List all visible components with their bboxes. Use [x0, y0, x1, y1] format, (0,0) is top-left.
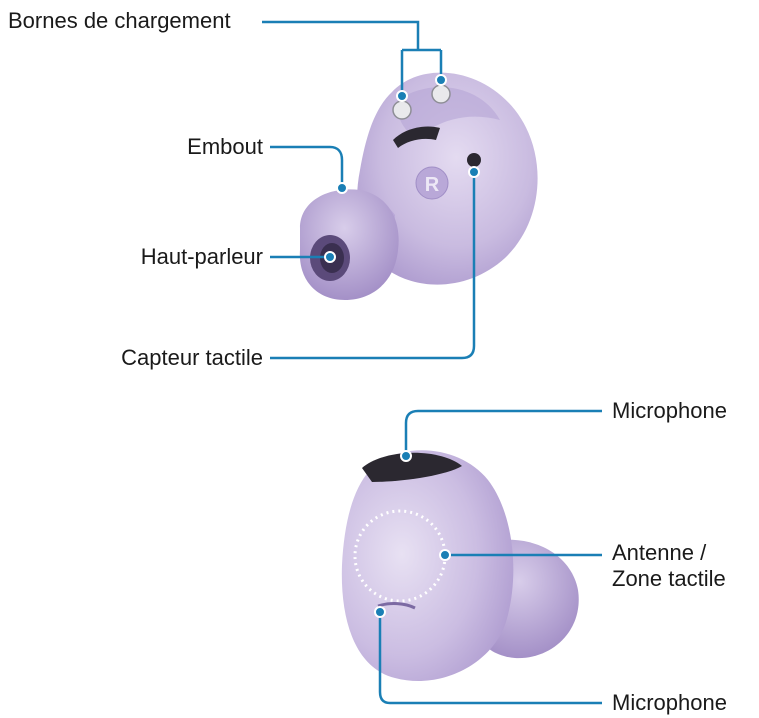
endpoint-antenna: [440, 550, 450, 560]
label-speaker: Haut-parleur: [141, 244, 263, 270]
charging-contact-left: [393, 101, 411, 119]
label-antenna-line2: Zone tactile: [612, 566, 726, 592]
endpoint-ear-tip: [337, 183, 347, 193]
label-antenna-line1: Antenne /: [612, 540, 726, 566]
earbud-top: R: [300, 73, 538, 300]
endpoint-charging-right: [436, 75, 446, 85]
label-microphone-top: Microphone: [612, 398, 727, 424]
r-badge-letter: R: [425, 174, 440, 196]
endpoint-mic-top: [401, 451, 411, 461]
earbud-bottom-shell: [342, 450, 514, 681]
earbud-bottom: [342, 450, 579, 681]
endpoint-speaker: [325, 252, 335, 262]
label-ear-tip: Embout: [187, 134, 263, 160]
callout-mic-top: [406, 411, 602, 456]
label-antenna-touch-zone: Antenne / Zone tactile: [612, 540, 726, 592]
label-charging-contacts: Bornes de chargement: [8, 8, 231, 34]
endpoint-touch-sensor: [469, 167, 479, 177]
endpoint-mic-bottom: [375, 607, 385, 617]
endpoint-charging-left: [397, 91, 407, 101]
touch-sensor-dot: [467, 153, 481, 167]
callout-ear-tip: [270, 147, 342, 188]
label-touch-sensor: Capteur tactile: [121, 345, 263, 371]
charging-contact-right: [432, 85, 450, 103]
label-microphone-bottom: Microphone: [612, 690, 727, 716]
